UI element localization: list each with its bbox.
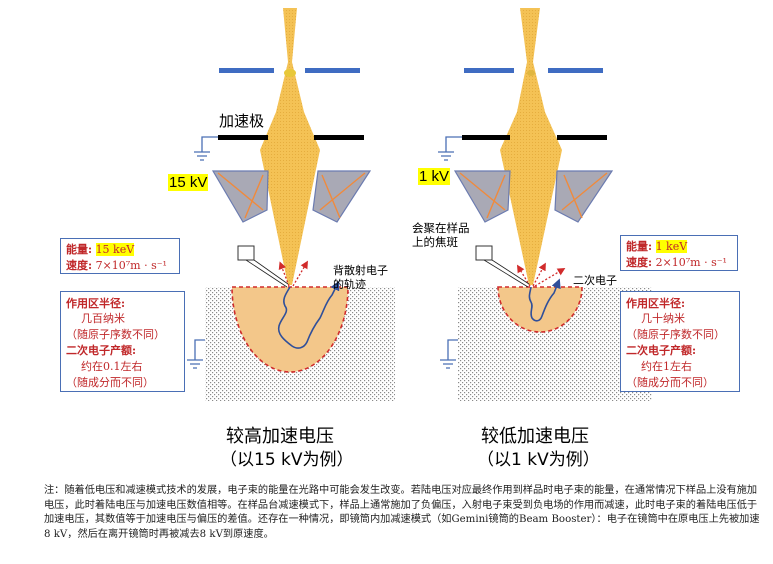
right-caption-2: （以1 kV为例） — [477, 450, 600, 470]
left-range-value: 几百纳米 — [81, 312, 125, 325]
right-blue-plate-right — [548, 68, 603, 73]
left-secondary-arrow-2 — [292, 260, 308, 287]
right-interaction-volume — [497, 286, 583, 333]
left-energy-label: 能量: — [66, 243, 93, 256]
left-caption-1: 较高加速电压 — [226, 426, 334, 447]
left-trajectory-label-2: 的轨迹 — [333, 278, 366, 291]
left-specimen-ground-icon — [187, 339, 205, 369]
right-range-value: 几十纳米 — [641, 312, 685, 325]
left-lens-left — [211, 170, 269, 223]
left-voltage-label: 15 kV — [168, 174, 209, 191]
right-blue-plate-left — [464, 68, 514, 73]
left-yield-title: 二次电子产额: — [66, 344, 137, 357]
right-range-note: （随原子序数不同） — [626, 328, 725, 341]
right-speed-value: 2×10⁷m · s⁻¹ — [655, 256, 727, 269]
left-range-title: 作用区半径: — [66, 297, 126, 310]
left-energy-box: 能量: 15 keV 速度: 7×10⁷m · s⁻¹ — [60, 238, 180, 274]
left-blue-plate-right — [305, 68, 360, 73]
right-yield-title: 二次电子产额: — [626, 344, 697, 357]
right-energy-box: 能量: 1 keV 速度: 2×10⁷m · s⁻¹ — [620, 235, 738, 271]
left-electrode-right — [314, 135, 364, 140]
left-yield-value: 约在0.1左右 — [81, 360, 143, 373]
right-column — [438, 8, 652, 401]
left-interaction-volume — [231, 286, 349, 373]
left-blue-plate-left — [219, 68, 274, 73]
right-secondary-arrow-3 — [534, 268, 566, 287]
right-speed-label: 速度: — [626, 256, 653, 269]
right-source-spot — [527, 70, 535, 76]
left-yield-note: （随成分而不同） — [66, 376, 154, 389]
right-electrode-ground-icon — [438, 136, 462, 161]
right-range-title: 作用区半径: — [626, 297, 686, 310]
left-electron-beam — [260, 8, 320, 285]
right-focus-label-2: 上的焦斑 — [412, 235, 458, 249]
left-electrode-left — [218, 135, 268, 140]
right-electron-beam — [500, 8, 562, 285]
right-energy-label: 能量: — [626, 240, 653, 253]
left-energy-value: 15 keV — [95, 243, 135, 256]
right-backscatter-trajectory — [528, 278, 561, 322]
left-trajectory-label-1: 背散射电子 — [333, 264, 388, 277]
right-focus-marker — [475, 245, 493, 261]
left-electrode-label: 加速极 — [219, 112, 265, 130]
right-yield-note: （随成分而不同） — [626, 376, 714, 389]
right-specimen-ground-icon — [440, 339, 458, 369]
left-range-note: （随原子序数不同） — [66, 328, 165, 341]
left-speed-value: 7×10⁷m · s⁻¹ — [95, 259, 167, 272]
left-lens-right — [312, 170, 372, 223]
left-focus-marker — [237, 245, 255, 261]
left-source-spot — [284, 69, 296, 77]
right-lens-left — [453, 170, 511, 223]
left-speed-label: 速度: — [66, 259, 93, 272]
right-lens-right — [554, 170, 614, 223]
left-info-box: 作用区半径: 几百纳米 （随原子序数不同） 二次电子产额: 约在0.1左右 （随… — [60, 291, 185, 392]
right-energy-value: 1 keV — [655, 240, 688, 253]
footnote: 注：随着低电压和减速模式技术的发展，电子束的能量在光路中可能会发生改变。若陆电压… — [44, 485, 760, 540]
right-voltage-label: 1 kV — [418, 168, 451, 185]
right-focus-label-1: 会聚在样品 — [412, 221, 470, 235]
right-secondary-arrow-1 — [516, 264, 531, 287]
right-caption-1: 较低加速电压 — [481, 426, 589, 447]
right-secondary-label: 二次电子 — [573, 274, 617, 287]
right-info-box: 作用区半径: 几十纳米 （随原子序数不同） 二次电子产额: 约在1左右 （随成分… — [620, 291, 740, 392]
left-electrode-ground-icon — [194, 136, 218, 161]
left-backscatter-trajectory — [277, 280, 340, 349]
left-zoom-lines — [245, 259, 289, 288]
left-column — [187, 8, 395, 401]
right-zoom-lines — [483, 259, 530, 288]
left-caption-2: （以15 kV为例） — [220, 450, 354, 470]
right-electrode-right — [557, 135, 607, 140]
right-electrode-left — [462, 135, 510, 140]
right-yield-value: 约在1左右 — [641, 360, 692, 373]
